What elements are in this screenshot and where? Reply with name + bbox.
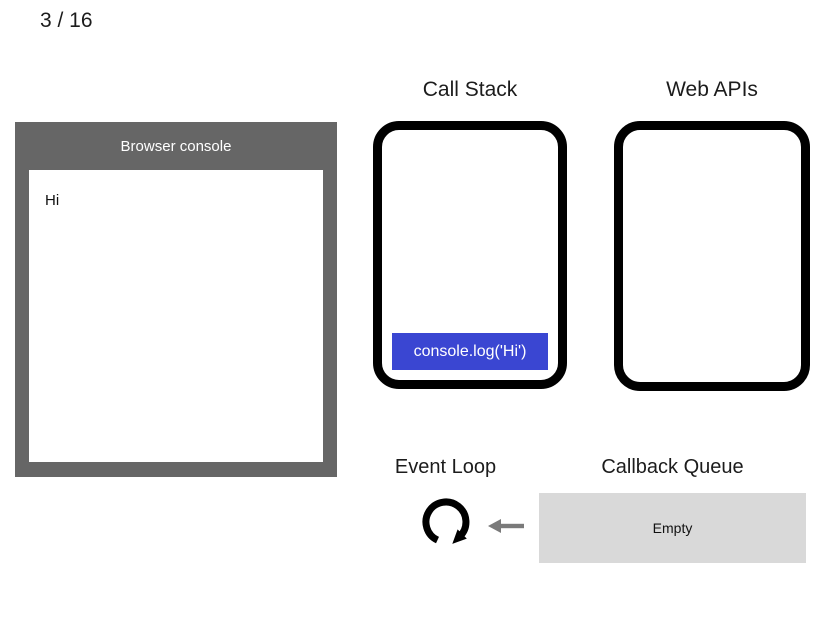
web-apis-title: Web APIs [666, 78, 758, 101]
callback-queue-box: Empty [539, 493, 806, 563]
event-loop-icon [419, 496, 475, 552]
call-stack-box: console.log('Hi') [373, 121, 567, 389]
slide-counter: 3 / 16 [40, 9, 93, 32]
callback-queue-title: Callback Queue [601, 456, 744, 478]
web-apis-box [614, 121, 810, 391]
browser-console-panel: Browser console Hi [15, 122, 337, 477]
left-arrow-icon [488, 516, 524, 536]
browser-console-output: Hi [29, 170, 323, 462]
browser-console-title: Browser console [120, 137, 232, 155]
callback-queue-status: Empty [652, 520, 693, 536]
console-log-line: Hi [45, 192, 60, 209]
call-stack-frame: console.log('Hi') [392, 333, 548, 370]
call-stack-title: Call Stack [422, 78, 518, 101]
event-loop-title: Event Loop [394, 456, 497, 478]
